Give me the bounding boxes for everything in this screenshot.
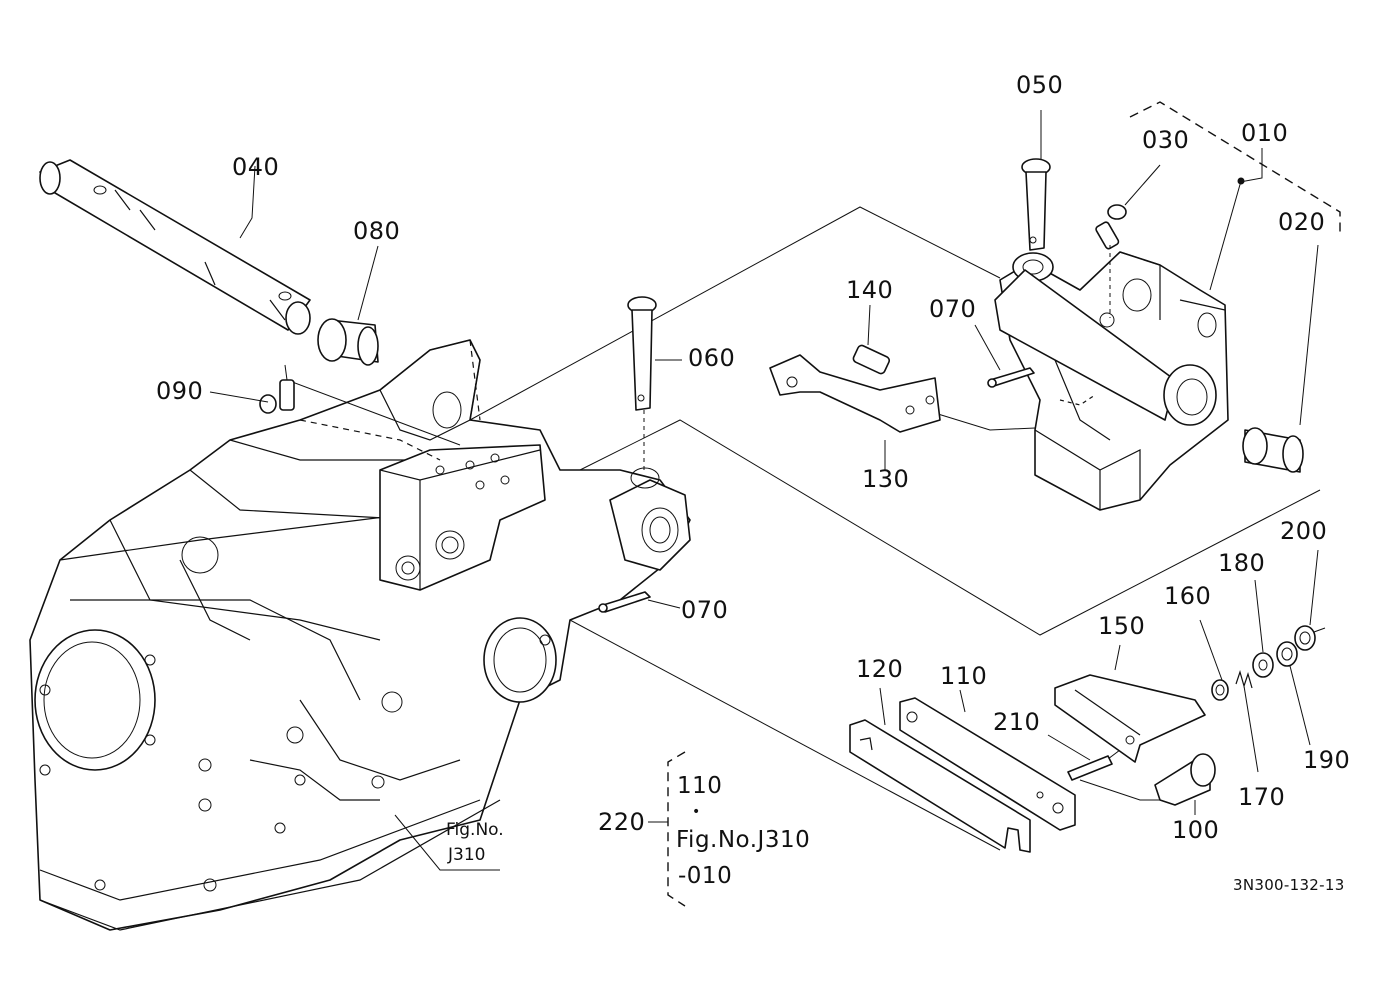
spring-170 [1235, 669, 1259, 773]
transmission-housing [29, 339, 691, 931]
bracket-assembly-010 [994, 101, 1341, 511]
label-170: 170 [1238, 783, 1286, 811]
label-020: 020 [1278, 208, 1326, 236]
fig-reference-line2: J310 [448, 845, 486, 865]
bolt-100 [1154, 753, 1216, 815]
grease-fitting-030 [1095, 164, 1161, 318]
bolt-210 [1047, 734, 1113, 781]
label-220: 220 [598, 808, 646, 836]
label-070-lower: 070 [681, 596, 729, 624]
label-130: 130 [862, 465, 910, 493]
split-pin-070-upper [974, 324, 1035, 388]
kit-note-bullet: • [692, 804, 701, 820]
label-090: 090 [156, 377, 204, 405]
label-190: 190 [1303, 746, 1351, 774]
label-040: 040 [232, 153, 280, 181]
plate-110 [899, 689, 1076, 831]
label-010: 010 [1241, 119, 1289, 147]
bracket-130 [769, 354, 941, 470]
label-180: 180 [1218, 549, 1266, 577]
nut-200 [1294, 549, 1326, 651]
kit-note-ref-line1: Fig.No.J310 [676, 827, 811, 853]
split-pin-070-lower [598, 591, 681, 613]
lift-shaft-040 [39, 159, 311, 335]
label-140: 140 [846, 276, 894, 304]
plate-120 [849, 687, 1031, 853]
kit-bracket-220 [648, 751, 686, 907]
nut-190 [1276, 641, 1311, 746]
bushing-080 [317, 245, 379, 366]
kit-note-ref-line2: -010 [678, 863, 733, 889]
label-030: 030 [1142, 126, 1190, 154]
fitting-140 [852, 304, 891, 375]
label-210: 210 [993, 708, 1041, 736]
label-070-upper: 070 [929, 295, 977, 323]
label-120: 120 [856, 655, 904, 683]
label-110: 110 [940, 662, 988, 690]
label-200: 200 [1280, 517, 1328, 545]
washer-180 [1252, 579, 1274, 678]
label-100: 100 [1172, 816, 1220, 844]
bracket-150 [1054, 644, 1206, 763]
label-050: 050 [1016, 71, 1064, 99]
label-160: 160 [1164, 582, 1212, 610]
pin-050 [1021, 110, 1051, 251]
grease-fitting-090 [209, 379, 295, 414]
label-060: 060 [688, 344, 736, 372]
fig-reference-line1: Fig.No. [446, 820, 504, 840]
kit-note-part: 110 [677, 773, 723, 799]
drawing-code: 3N300-132-13 [1233, 876, 1345, 894]
washer-160 [1199, 619, 1229, 701]
pin-060 [627, 296, 682, 470]
label-080: 080 [353, 217, 401, 245]
bushing-020 [1242, 244, 1319, 473]
label-150: 150 [1098, 612, 1146, 640]
